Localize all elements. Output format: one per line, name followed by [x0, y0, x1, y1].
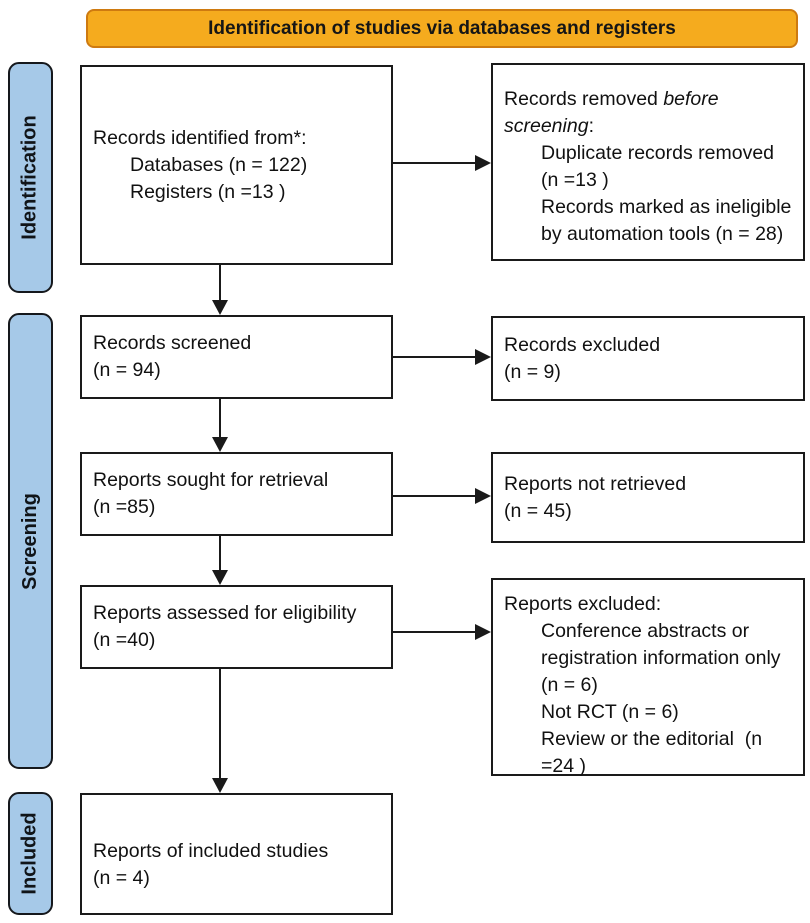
box-text-line: (n =85) — [93, 496, 156, 518]
text-segment-italic: screening — [504, 115, 589, 137]
box-text-line: (n = 94) — [93, 359, 161, 381]
stage-label: Identification — [19, 115, 42, 240]
box-text-line: Duplicate records removed — [541, 142, 775, 164]
stage-label: Screening — [19, 492, 42, 590]
box-text-line: Reports not retrieved — [504, 472, 687, 495]
box-text-line: (n = 45) — [504, 499, 572, 522]
box-text-line: screening: — [504, 113, 795, 140]
stage-included: Included — [8, 792, 53, 915]
arrow-down-icon — [212, 669, 228, 793]
arrow-right-icon — [393, 488, 491, 504]
box-text-line: Records marked as ineligible — [541, 196, 792, 218]
box-text-line: Review or the editorial (n — [541, 728, 763, 750]
banner: Identification of studies via databases … — [86, 9, 798, 48]
arrow-right-icon — [393, 155, 491, 171]
records-identified-box: Records identified from*: Databases (n =… — [80, 65, 393, 265]
box-text-line: Records identified from*: — [93, 126, 307, 149]
text-segment: : — [588, 115, 594, 137]
box-text-line: Reports excluded: — [504, 593, 662, 615]
arrow-right-icon — [393, 349, 491, 365]
reports-not-retrieved-box: Reports not retrieved (n = 45) — [491, 452, 805, 543]
arrow-down-icon — [212, 265, 228, 315]
box-text-line: (n =40) — [93, 629, 156, 651]
stage-label: Included — [19, 812, 42, 895]
box-text-line: Databases (n = 122) — [130, 153, 308, 176]
box-text-line: Registers (n =13 ) — [130, 180, 286, 203]
box-text-line: registration information only — [541, 647, 781, 669]
box-text-line: Records excluded — [504, 333, 661, 356]
box-text-line: Reports of included studies — [93, 840, 329, 862]
box-text-line: (n =13 ) — [541, 169, 609, 191]
box-text-line: Conference abstracts or — [541, 620, 750, 642]
box-text-line: (n = 6) — [541, 674, 598, 696]
box-text-line: by automation tools (n = 28) — [541, 223, 784, 245]
reports-assessed-box: Reports assessed for eligibility (n =40) — [80, 585, 393, 669]
box-text-line: (n = 9) — [504, 360, 561, 383]
box-text-line: (n = 4) — [93, 867, 150, 889]
records-excluded-box: Records excluded (n = 9) — [491, 316, 805, 401]
stage-screening: Screening — [8, 313, 53, 769]
box-text-line: =24 ) — [541, 755, 586, 777]
reports-included-box: Reports of included studies (n = 4) — [80, 793, 393, 915]
box-text-line: Reports assessed for eligibility — [93, 602, 357, 624]
stage-identification: Identification — [8, 62, 53, 293]
box-text-line: Not RCT (n = 6) — [541, 701, 679, 723]
text-segment: Records removed — [504, 88, 664, 110]
banner-title: Identification of studies via databases … — [208, 17, 676, 39]
box-text-line: Reports sought for retrieval — [93, 469, 329, 491]
arrow-down-icon — [212, 536, 228, 585]
box-text-line: Records screened — [93, 332, 252, 354]
reports-excluded-box: Reports excluded: Conference abstracts o… — [491, 578, 805, 777]
text-segment-italic: before — [663, 88, 719, 110]
records-screened-box: Records screened (n = 94) — [80, 315, 393, 399]
arrow-down-icon — [212, 399, 228, 452]
records-removed-box: Records removed before screening: Duplic… — [491, 63, 805, 261]
arrow-right-icon — [393, 624, 491, 640]
box-text-line: Records removed before — [504, 86, 795, 113]
reports-sought-box: Reports sought for retrieval (n =85) — [80, 452, 393, 536]
